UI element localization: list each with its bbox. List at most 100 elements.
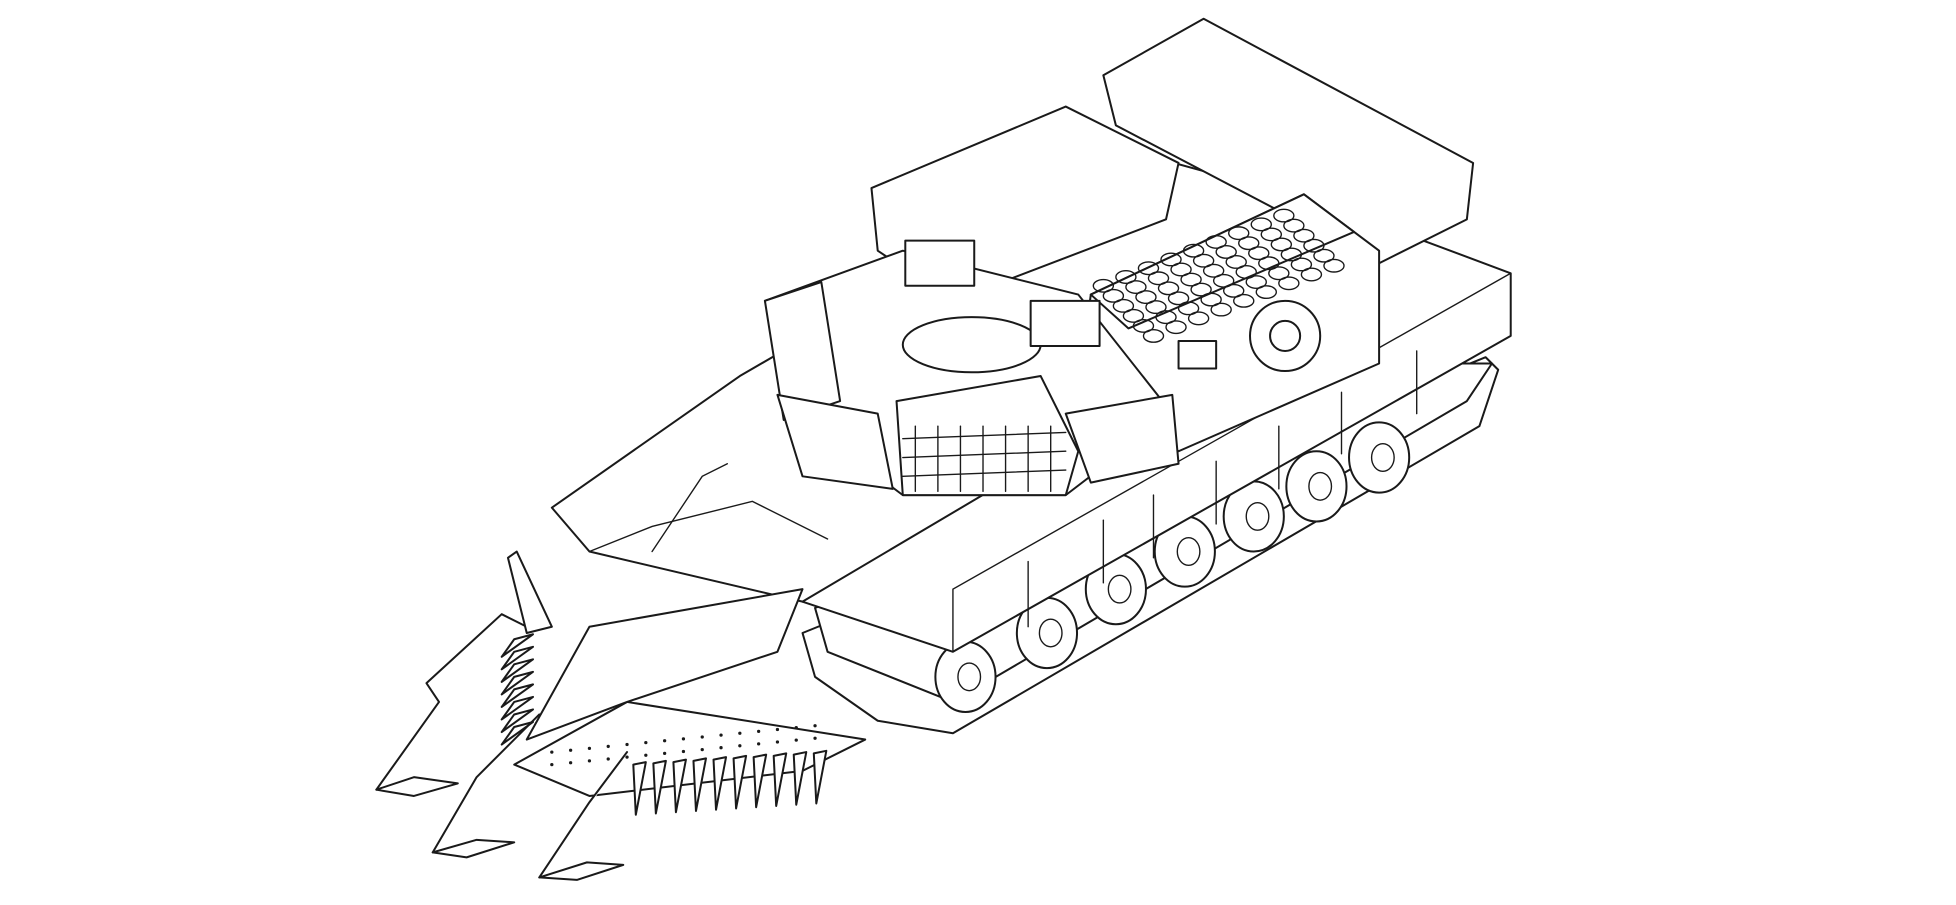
armor-grid-line xyxy=(902,431,1067,440)
wheel-hub xyxy=(1245,501,1270,531)
line-charge-cell xyxy=(1225,255,1247,269)
line-charge-cell xyxy=(1092,278,1115,293)
road-wheel xyxy=(1285,450,1348,523)
plow-tine xyxy=(752,753,768,809)
line-charge-cell xyxy=(1177,301,1200,316)
line-charge-cell xyxy=(1190,282,1212,297)
rivet xyxy=(606,757,610,761)
line-charge-cell xyxy=(1167,291,1190,306)
line-charge-cell xyxy=(1258,256,1280,271)
plow-tine xyxy=(732,754,748,810)
line-charge-cell xyxy=(1142,328,1165,343)
plow-tine xyxy=(812,749,828,805)
rivet xyxy=(587,746,592,750)
plow-tine xyxy=(652,759,667,815)
rivet xyxy=(757,742,761,746)
rivet xyxy=(550,750,554,754)
line-charge-cell xyxy=(1270,237,1293,252)
line-charge-cell xyxy=(1245,275,1267,289)
line-charge-cell xyxy=(1293,228,1315,243)
mine-plow xyxy=(375,550,867,881)
line-charge-cell xyxy=(1205,234,1227,249)
line-charge-cell xyxy=(1160,252,1182,267)
line-charge-cell xyxy=(1122,308,1145,323)
plow-tine xyxy=(500,720,535,746)
line-charge-cell xyxy=(1137,261,1160,276)
rivet xyxy=(775,727,780,732)
plow-tine xyxy=(500,683,535,708)
wheel-hub xyxy=(1308,471,1333,501)
line-charge-cell xyxy=(1182,243,1205,258)
line-charge-cell xyxy=(1313,248,1335,263)
rivet xyxy=(700,747,704,752)
line-charge-cell xyxy=(1283,218,1305,233)
line-charge-cell xyxy=(1248,246,1270,261)
line-charge-cell xyxy=(1157,281,1180,296)
wheel-hub xyxy=(1370,443,1395,472)
rivet xyxy=(719,733,723,737)
line-charge-cell xyxy=(1273,208,1295,223)
line-charge-cell xyxy=(1268,266,1290,281)
rivet xyxy=(794,738,798,742)
rivet xyxy=(700,735,704,739)
line-charge-cell xyxy=(1132,318,1155,333)
line-charge-cell xyxy=(1155,310,1177,325)
line-charge-cell xyxy=(1233,293,1255,308)
rivet xyxy=(681,749,686,754)
plow-tine xyxy=(500,633,535,658)
plow-tine xyxy=(772,752,788,807)
rivet xyxy=(663,751,667,755)
line-charge-cell xyxy=(1210,302,1232,317)
rivet xyxy=(775,740,780,744)
line-charge-cell xyxy=(1145,300,1167,315)
plow-tine xyxy=(672,758,687,814)
line-charge-cell xyxy=(1125,280,1147,294)
line-charge-cell xyxy=(1147,271,1170,286)
road-wheel xyxy=(934,640,997,713)
line-charge-cell xyxy=(1212,273,1235,288)
rivet xyxy=(757,729,761,734)
line-charge-cell xyxy=(1250,217,1272,232)
plow-tine xyxy=(712,756,728,811)
wheel-hub xyxy=(1038,618,1063,648)
plow-tine xyxy=(692,757,708,812)
rivet xyxy=(625,755,629,759)
rivet xyxy=(681,737,686,741)
line-charge-cell xyxy=(1135,290,1157,305)
wheel-hub xyxy=(1107,574,1132,604)
line-charge-cell xyxy=(1228,226,1250,241)
line-charge-cell xyxy=(1300,267,1323,282)
rivet xyxy=(813,736,817,740)
line-charge-cell xyxy=(1278,276,1300,291)
line-charge-cell xyxy=(1192,253,1215,268)
line-charge-cell xyxy=(1102,288,1125,303)
armor-grid-line xyxy=(902,469,1067,478)
plow-tine xyxy=(500,645,535,671)
line-charge-cell xyxy=(1290,257,1313,272)
plow-tine xyxy=(500,658,535,683)
line-charge-cell xyxy=(1112,298,1135,313)
rivet xyxy=(568,761,573,765)
line-charge-cell xyxy=(1260,227,1283,242)
line-charge-cell xyxy=(1238,236,1260,251)
rivet xyxy=(644,741,648,745)
wheel-hub xyxy=(957,662,982,692)
line-charge-cell xyxy=(1215,244,1237,259)
line-charge-cell xyxy=(1280,247,1303,262)
line-charge-cell xyxy=(1180,272,1202,287)
plow-tine xyxy=(632,761,647,816)
line-charge-cell xyxy=(1165,320,1187,335)
rivet xyxy=(606,744,610,749)
line-charge-cell xyxy=(1187,311,1210,326)
rivet xyxy=(719,746,723,750)
line-charge-cell xyxy=(1323,258,1345,273)
line-charge-cell xyxy=(1200,292,1222,307)
plow-tine xyxy=(792,751,808,806)
rivet xyxy=(813,724,817,728)
wheel-hub xyxy=(1176,537,1201,567)
turret xyxy=(763,105,1180,497)
rivet xyxy=(568,748,573,752)
line-charge-cell xyxy=(1115,270,1137,284)
rivet xyxy=(625,742,629,747)
